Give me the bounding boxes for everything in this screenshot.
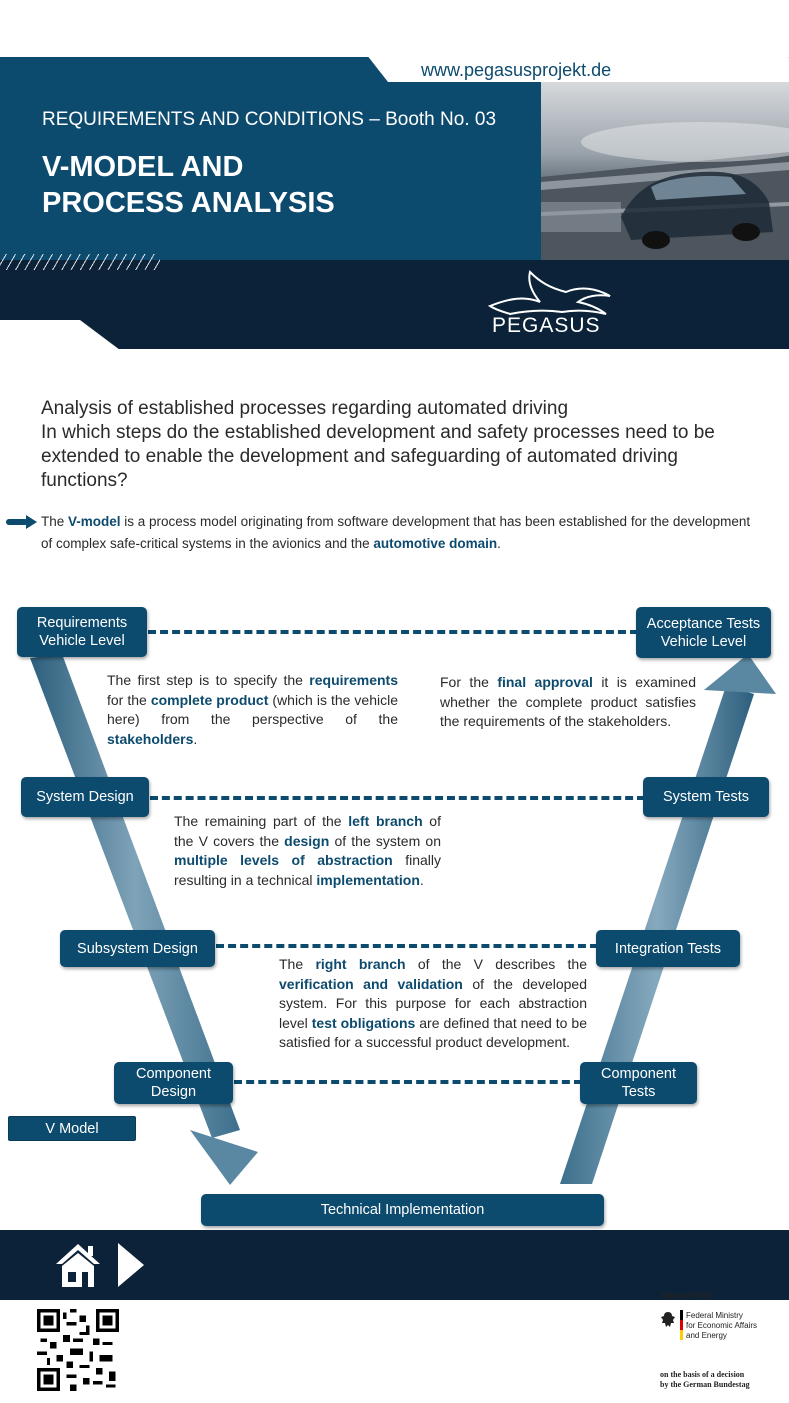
intro-question-line3: functions?	[41, 470, 128, 491]
booth-subtitle: REQUIREMENTS AND CONDITIONS – Booth No. …	[42, 109, 497, 130]
left-branch-arrow	[30, 654, 258, 1185]
page-title-line1: V-MODEL AND	[42, 151, 244, 183]
dashed-connector-component-level	[234, 1080, 582, 1084]
right-branch-arrow	[560, 654, 776, 1184]
v-model-label[interactable]: V Model	[8, 1116, 136, 1141]
v-model-description: The V-model is a process model originati…	[41, 514, 751, 551]
header-hatch-decoration	[0, 254, 160, 270]
qr-code[interactable]	[37, 1309, 119, 1391]
page-title-line2: PROCESS ANALYSIS	[42, 187, 335, 219]
system-design-box[interactable]: System Design	[21, 777, 149, 817]
annotation-left-branch: The remaining part of the left branch of…	[174, 813, 441, 888]
system-tests-box[interactable]: System Tests	[643, 777, 769, 817]
annotation-requirements: The first step is to specify the require…	[107, 672, 398, 747]
website-url[interactable]: www.pegasusprojekt.de	[421, 60, 612, 80]
intro-heading-line1: Analysis of established processes regard…	[41, 398, 569, 419]
intro-question-line2: extended to enable the development and s…	[41, 446, 678, 467]
pegasus-wing-logo	[487, 270, 611, 316]
subsystem-design-box[interactable]: Subsystem Design	[60, 930, 215, 967]
annotation-final-approval: For the final approval it is examined wh…	[440, 674, 696, 729]
dashed-connector-system-level	[150, 796, 645, 800]
intro-question-line1: In which steps do the established develo…	[41, 422, 715, 443]
integration-tests-box[interactable]: Integration Tests	[596, 930, 740, 967]
dashed-connector-subsystem-level	[216, 944, 598, 948]
home-icon[interactable]	[54, 1242, 102, 1288]
annotation-right-branch: The right branch of the V describes the …	[279, 956, 588, 1050]
dashed-connector-vehicle-level	[148, 630, 638, 634]
play-next-icon[interactable]	[118, 1243, 144, 1287]
header-dark-band	[0, 260, 789, 349]
technical-implementation-box[interactable]: Technical Implementation	[201, 1194, 604, 1226]
header-car-photo	[541, 82, 789, 260]
arrow-right-icon	[6, 515, 37, 529]
german-flag-stripe	[680, 1310, 683, 1340]
pegasus-logo-text: PEGASUS	[492, 314, 601, 337]
supported-by-label: Supported by:	[660, 1290, 716, 1300]
federal-eagle-icon	[661, 1312, 675, 1327]
